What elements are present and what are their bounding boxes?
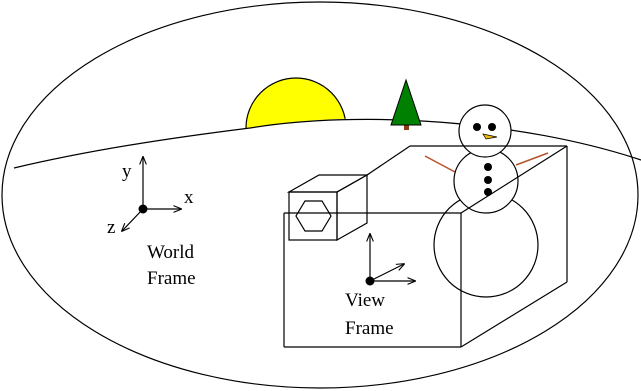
pine-tree (390, 78, 422, 130)
world-frame-caption-2: Frame (147, 268, 196, 289)
tree-trunk (404, 124, 409, 130)
snowman-button-1 (484, 163, 492, 171)
world-axis-x-label: x (184, 187, 194, 208)
world-axis-y-label: y (122, 161, 132, 182)
world-origin (138, 204, 148, 214)
snowman-right-arm (515, 152, 549, 166)
snowman-nose (482, 133, 498, 140)
world-axes (122, 157, 181, 231)
world-frame-caption-1: World (147, 242, 195, 263)
camera (286, 173, 370, 242)
snowman-head (458, 104, 512, 158)
snowman-button-2 (484, 176, 492, 184)
sun (245, 77, 347, 165)
world-axis-z-label: z (107, 217, 115, 238)
camera-lens-hexagon (295, 200, 332, 232)
view-axes (365, 234, 416, 286)
snowman (424, 104, 549, 298)
horizon-line (13, 118, 641, 169)
view-volume (283, 145, 568, 348)
view-frame-caption-1: View (345, 290, 385, 311)
snowman-right-eye (488, 123, 496, 131)
snowman-left-eye (473, 123, 481, 131)
snowman-left-arm (424, 155, 456, 173)
tree-foliage (390, 78, 422, 126)
view-origin (365, 276, 375, 286)
view-frame-caption-2: Frame (345, 318, 394, 339)
